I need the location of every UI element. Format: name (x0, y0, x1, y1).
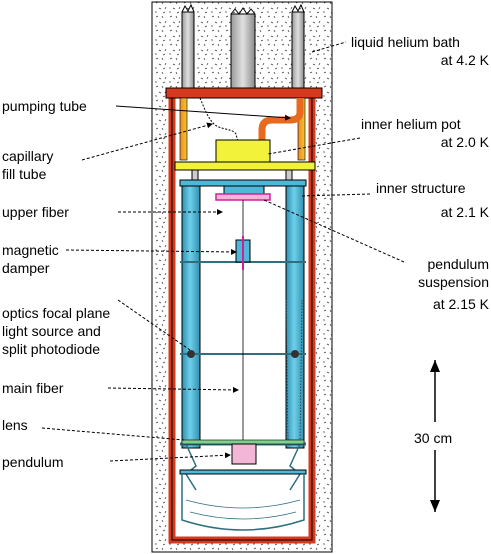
label-inner-structure: inner structure (376, 180, 466, 196)
label-inner-structure-temp: at 2.1 K (440, 204, 489, 220)
label-pendulum-suspension-2: suspension (418, 274, 489, 290)
label-fill-tube: fill tube (2, 166, 47, 182)
label-capillary: capillary (2, 148, 54, 164)
label-pumping-tube: pumping tube (2, 98, 87, 114)
label-lens: lens (2, 417, 28, 433)
label-light-source: light source and (2, 323, 101, 339)
lens-bar (181, 439, 305, 445)
label-damper: damper (2, 260, 50, 276)
label-inner-helium-pot-temp: at 2.0 K (440, 134, 489, 150)
label-pendulum-suspension-temp: at 2.15 K (432, 296, 489, 312)
label-liquid-helium-temp: at 4.2 K (440, 52, 489, 68)
upper-fiber-clamp (215, 193, 271, 201)
label-magnetic: magnetic (2, 242, 59, 258)
pendulum-mass (231, 443, 257, 465)
optics-focal-plane (187, 350, 299, 358)
pendulum-suspension-block (223, 185, 265, 195)
label-upper-fiber: upper fiber (2, 204, 69, 220)
label-inner-helium-pot: inner helium pot (361, 116, 461, 132)
label-pendulum: pendulum (2, 454, 64, 470)
label-scale: 30 cm (414, 430, 453, 446)
capillary-fill-tube (199, 97, 239, 143)
label-split-photodiode: split photodiode (2, 341, 101, 357)
label-main-fiber: main fiber (2, 380, 64, 396)
inner-helium-pot (215, 139, 271, 163)
pumping-tube (258, 98, 304, 142)
scale-bar (430, 360, 440, 512)
leader-lines (41, 41, 405, 462)
label-optics-focal-plane: optics focal plane (2, 305, 111, 321)
label-pendulum-suspension-1: pendulum (427, 256, 490, 272)
label-liquid-helium-bath: liquid helium bath (351, 34, 460, 50)
dewar-wall (165, 87, 323, 544)
top-plate (174, 161, 316, 171)
